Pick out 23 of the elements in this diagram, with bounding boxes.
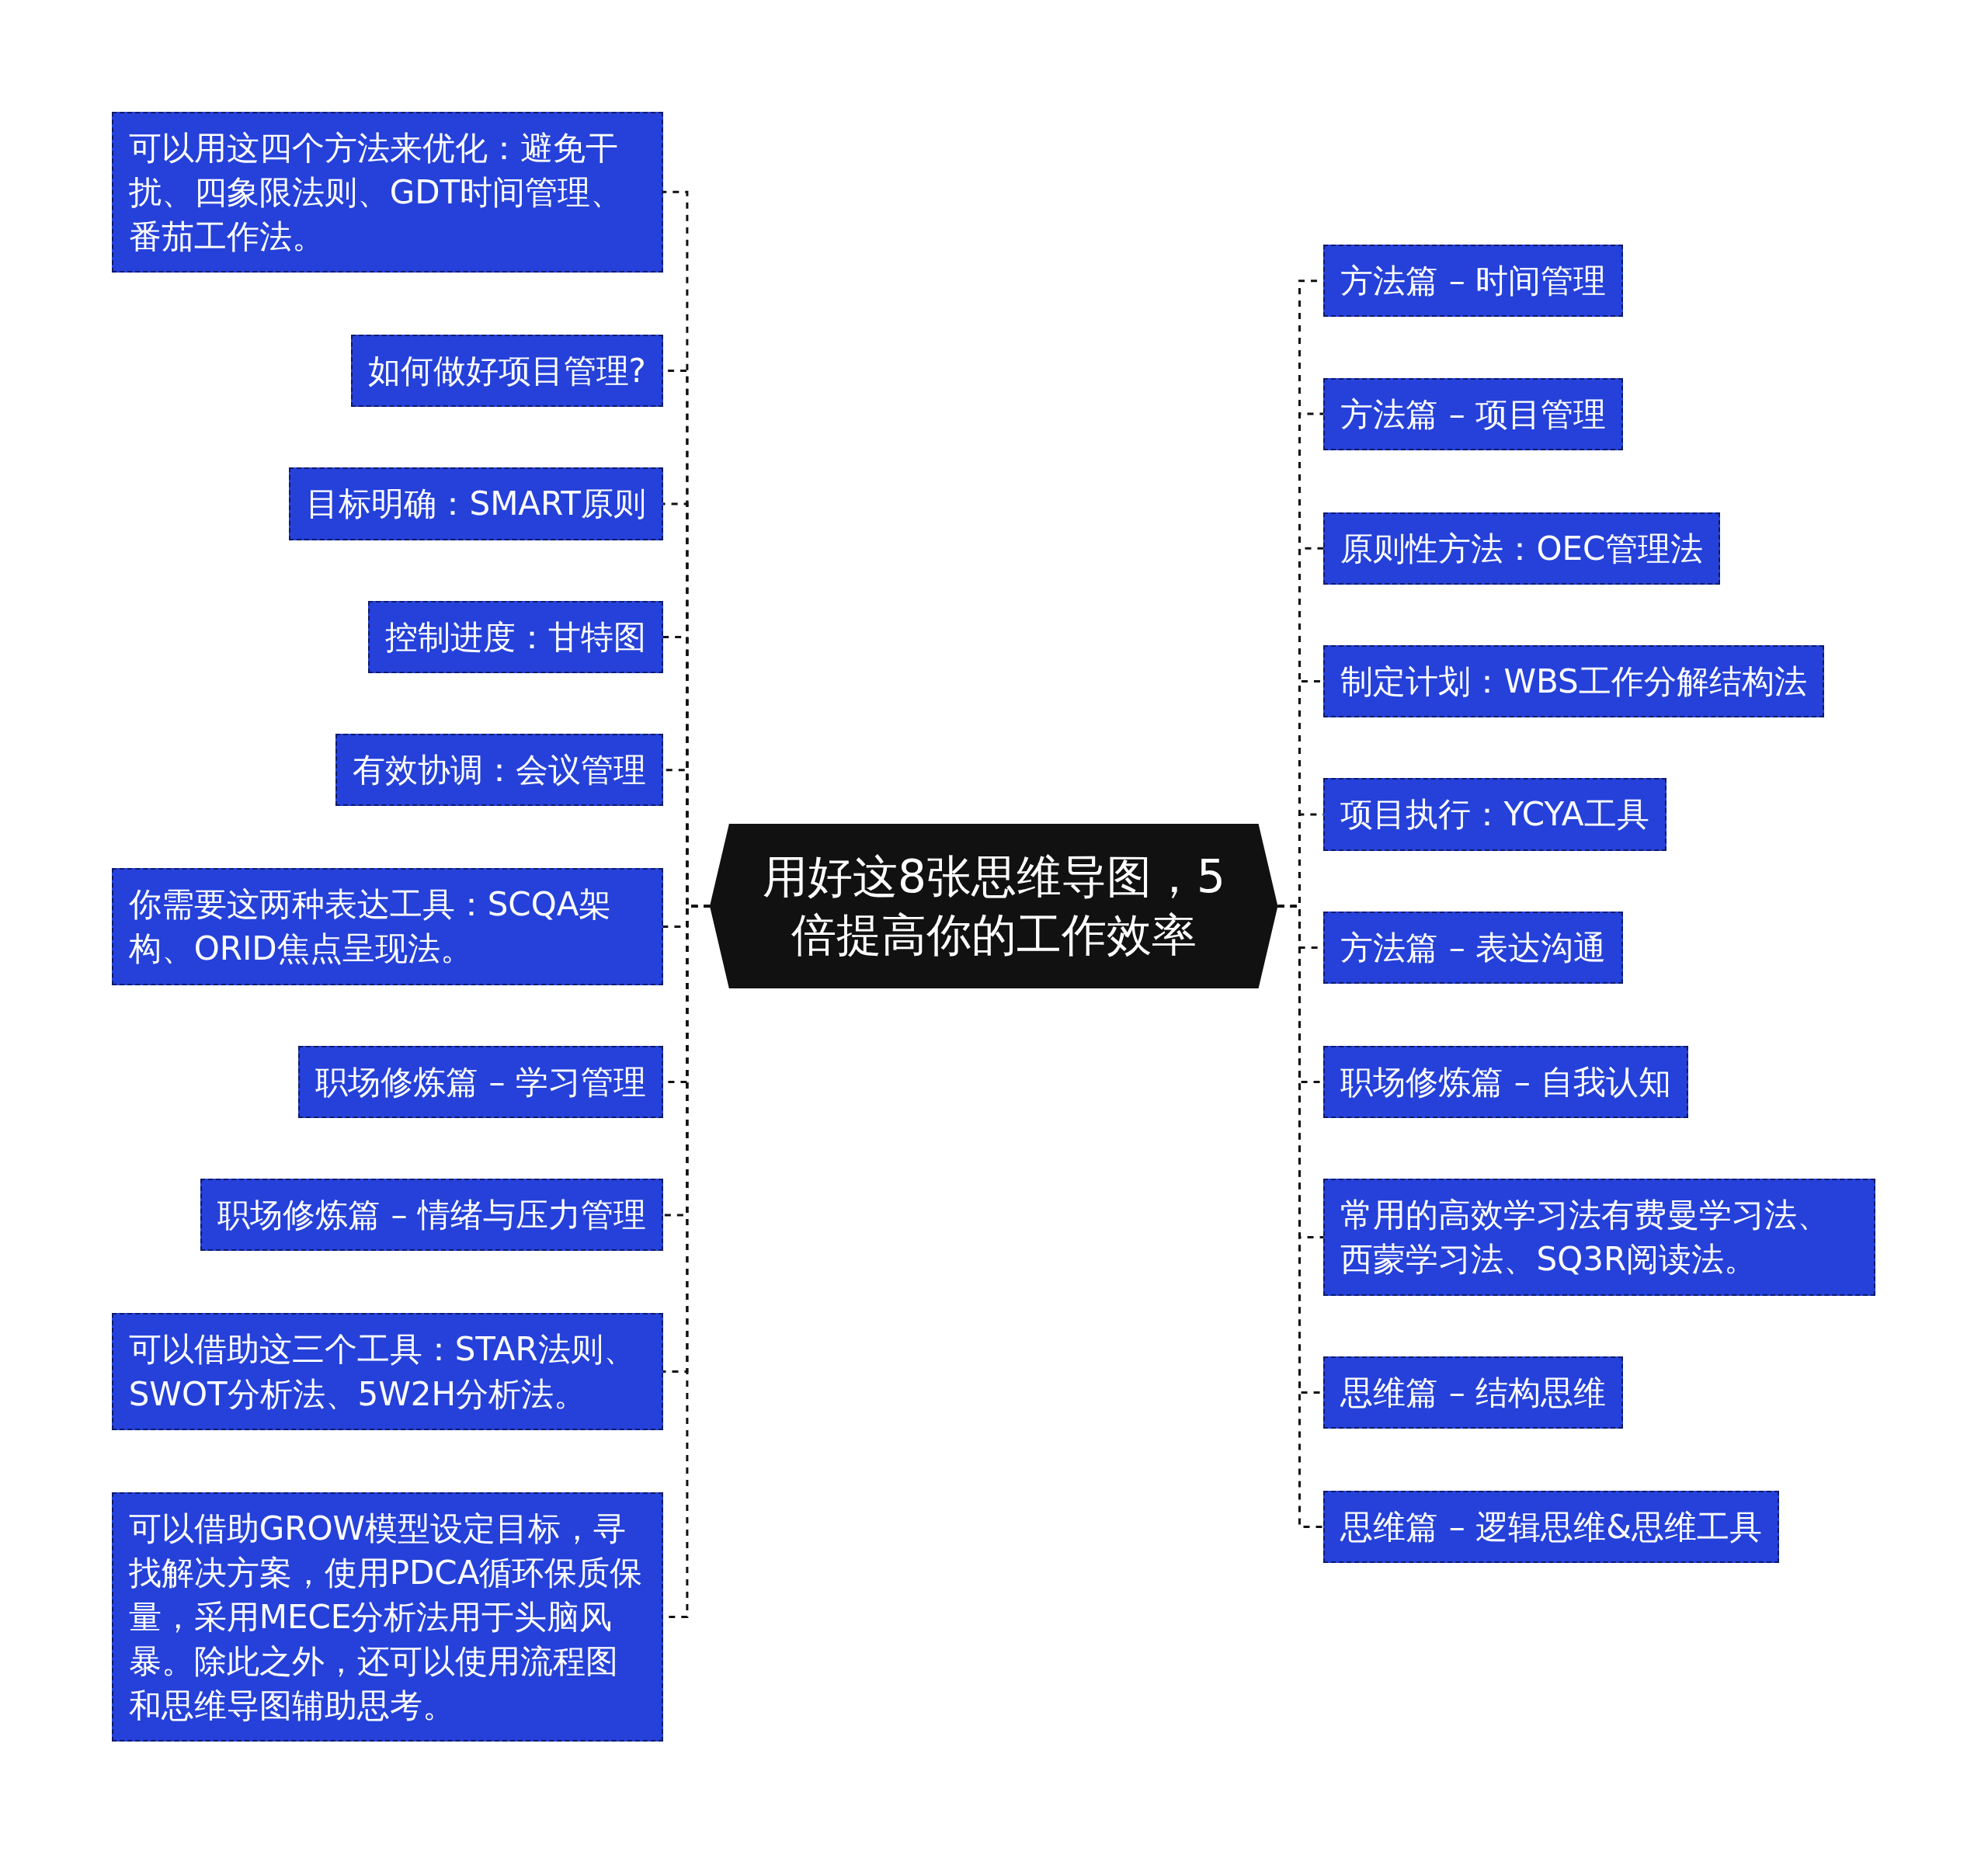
subtopic-box: 职场修炼篇 – 自我认知 [1323,1045,1689,1119]
subtopic-box: 职场修炼篇 – 情绪与压力管理 [200,1179,663,1252]
subtopic-box: 项目执行：YCYA工具 [1323,778,1667,851]
subtopic-box: 原则性方法：OEC管理法 [1323,512,1721,585]
subtopic-box: 方法篇 – 项目管理 [1323,377,1624,450]
subtopic-box: 方法篇 – 时间管理 [1323,245,1624,318]
central-topic [710,824,1278,989]
subtopic-box: 思维篇 – 结构思维 [1323,1356,1624,1429]
subtopic-box: 制定计划：WBS工作分解结构法 [1323,645,1824,718]
subtopic-box: 如何做好项目管理? [350,335,663,408]
subtopic-box: 可以借助这三个工具：STAR法则、SWOT分析法、5W2H分析法。 [111,1313,663,1430]
subtopic-box: 方法篇 – 表达沟通 [1323,911,1624,984]
subtopic-box: 你需要这两种表达工具：SCQA架构、ORID焦点呈现法。 [111,868,663,985]
subtopic-box: 目标明确：SMART原则 [289,467,663,540]
subtopic-box: 有效协调：会议管理 [335,734,663,807]
topic-title: 用好这8张思维导图，5倍提高你的工作效率 [762,849,1226,964]
subtopic-box: 思维篇 – 逻辑思维&思维工具 [1323,1491,1779,1564]
subtopic-box: 可以借助GROW模型设定目标，寻找解决方案，使用PDCA循环保质保量，采用MECE分析法用于头脑风暴。除此之外，还可以使用流程图和思维导图辅助思考。 [111,1492,663,1742]
subtopic-box: 常用的高效学习法有费曼学习法、西蒙学习法、SQ3R阅读法。 [1323,1179,1875,1296]
subtopic-box: 控制进度：甘特图 [367,600,663,673]
connector-line [1277,905,1324,1529]
subtopic-box: 职场修炼篇 – 学习管理 [298,1045,663,1119]
subtopic-box: 可以用这四个方法来优化：避免干扰、四象限法则、GDT时间管理、番茄工作法。 [111,111,663,273]
